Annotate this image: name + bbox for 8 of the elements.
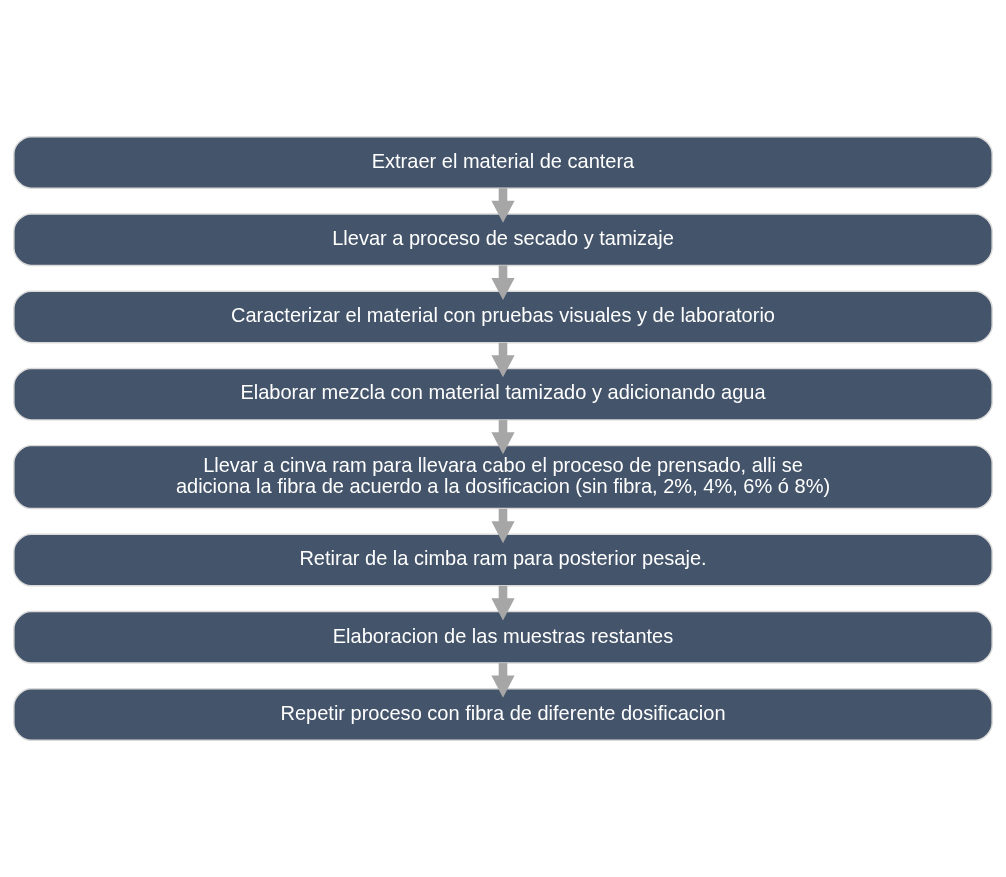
node-box: Retirar de la cimba ram para posterior pesaje. [13, 533, 993, 587]
node-box: Caracterizar el material con pruebas visuales y de laboratorio [13, 290, 993, 344]
node-box: Elaboracion de las muestras restantes [13, 610, 993, 664]
node-box: Repetir proceso con fibra de diferente dosificacion [13, 688, 993, 741]
node-box: Llevar a cinva ram para llevara cabo el proceso de prensado, alli se adiciona la fibra de acuerdo a la dosificacion (sin fibra, 2%, 4%, 6% ó 8%) [13, 444, 993, 510]
node-box: Llevar a proceso de secado y tamizaje [13, 213, 993, 267]
node-box: Elaborar mezcla con material tamizado y adicionando agua [13, 367, 993, 421]
node-box: Extraer el material de cantera [13, 136, 993, 189]
